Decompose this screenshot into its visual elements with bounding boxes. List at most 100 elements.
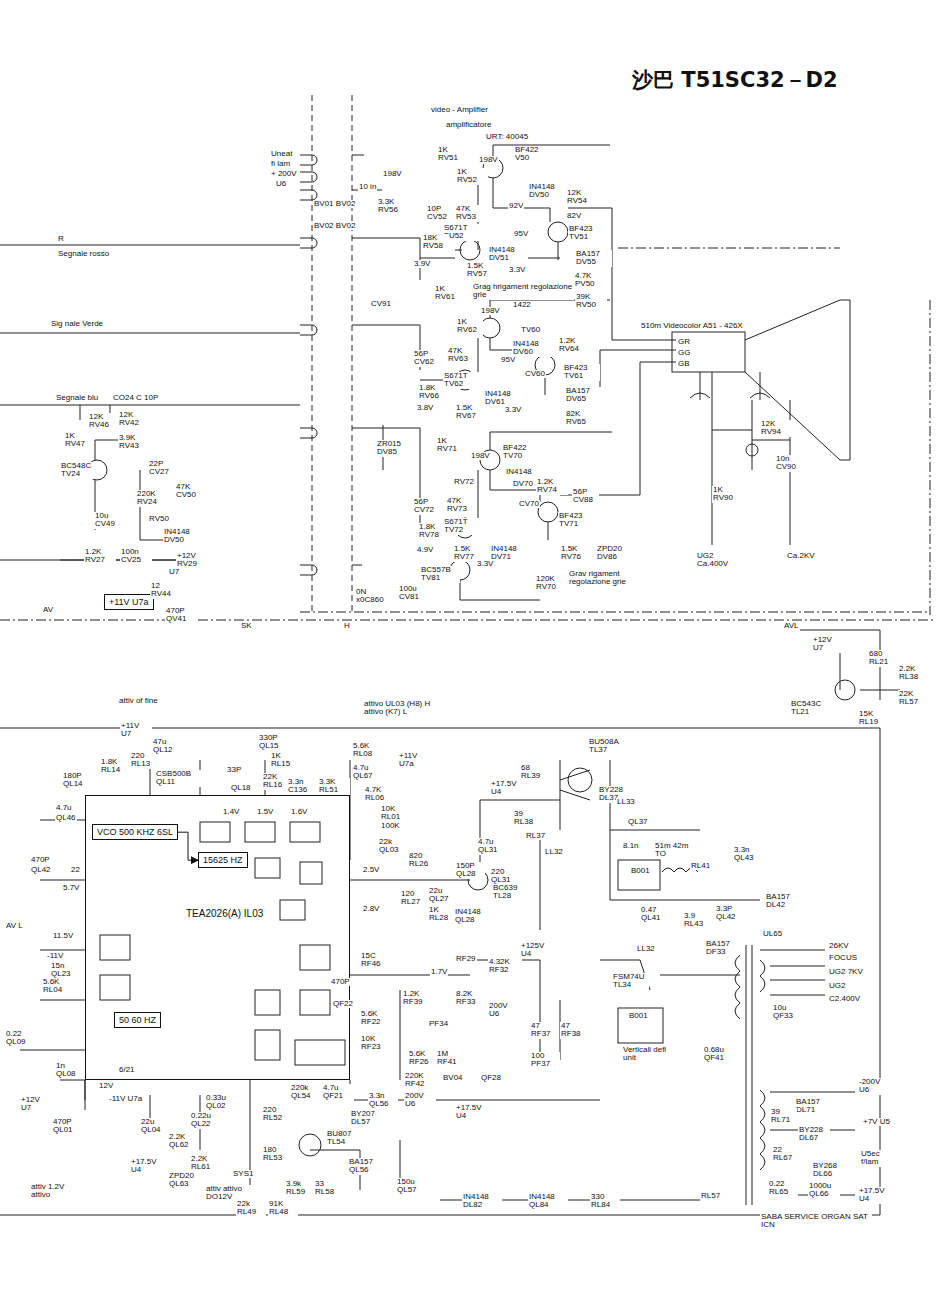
component-label: LL32	[544, 848, 564, 856]
component-label: IN4148 DV61	[484, 390, 524, 407]
component-label: 3.3K RL51	[318, 778, 350, 795]
component-label: AVL	[783, 622, 800, 630]
component-label: LL32	[636, 945, 656, 953]
component-label: 47K RV73	[446, 497, 473, 514]
component-label: QL37	[627, 818, 649, 826]
component-label: 56P CV62	[413, 350, 440, 367]
component-label: BY228 DL67	[798, 1126, 830, 1143]
component-label: 5.7V	[62, 884, 80, 892]
component-label: 22K RL16	[262, 773, 289, 790]
component-label: -11V U7a	[108, 1095, 143, 1103]
component-label: 198V	[480, 307, 501, 315]
component-label: BF422 TV70	[502, 444, 539, 461]
component-label: BA157 DL71	[795, 1098, 827, 1115]
component-label: -11V	[46, 952, 64, 960]
component-label: QL18	[230, 784, 252, 792]
component-label: video - Amplifier	[430, 106, 489, 114]
component-label: 1.5K RV76	[560, 545, 592, 562]
component-label: AV	[42, 606, 54, 614]
component-label: 4.7u QL31	[477, 838, 507, 855]
component-label: 1K RL15	[270, 752, 297, 769]
function-box: +11V U7a	[104, 594, 154, 610]
component-label: BC548C TV24	[60, 462, 97, 479]
component-label: 1000u QL66	[808, 1182, 840, 1199]
component-label: 1K RV90	[712, 486, 739, 503]
component-label: ZPD20 DV86	[596, 545, 633, 562]
component-label: 12K RV94	[760, 420, 792, 437]
component-label: H	[343, 622, 351, 630]
component-label: 1K RL28	[428, 906, 455, 923]
component-label: 150u QL57	[396, 1178, 428, 1195]
component-label: BF422 V50	[514, 146, 551, 163]
component-label: 10K RF23	[360, 1035, 390, 1052]
component-label: 10K RL01 100K	[380, 805, 412, 830]
component-label: R	[57, 235, 65, 243]
component-label: LL33	[616, 798, 636, 806]
component-label: 39 RL38	[513, 810, 540, 827]
component-label: Uneat	[270, 150, 293, 158]
component-label: 1.8K RV66	[418, 384, 445, 401]
component-label: 330P QL15	[258, 734, 288, 751]
component-label: 3.9V	[413, 260, 431, 268]
component-label: 200V U6	[404, 1092, 436, 1109]
component-label: BA157 DL42	[765, 893, 802, 910]
component-label: 82V	[566, 212, 582, 220]
component-label: 51m 42m TO	[654, 842, 701, 859]
component-label: 3.8V	[416, 404, 434, 412]
component-label: 470P QV41	[165, 607, 197, 624]
component-label: 39K RV50	[575, 293, 607, 310]
component-label: 4.7K RL06	[364, 786, 396, 803]
diagram-title: 沙巴 T51SC32－D2	[632, 66, 838, 94]
component-label: 1K RV47	[64, 432, 91, 449]
box-text: 50 60 HZ	[119, 1015, 156, 1025]
function-box: 15625 HZ	[198, 852, 248, 868]
component-label: 0N x0C860	[355, 588, 397, 605]
component-label: UG2 7KV	[828, 968, 864, 976]
component-label: 100 PF37	[530, 1052, 560, 1069]
component-label: 2.2K QL62	[168, 1133, 198, 1150]
function-box: 50 60 HZ	[114, 1012, 161, 1028]
function-box: VCO 500 KHZ 6SL	[92, 824, 178, 840]
component-label: attiv of fine	[118, 697, 159, 705]
component-label: 15K RL19	[858, 710, 890, 727]
component-label: +17.5V U4	[858, 1187, 895, 1204]
component-label: BV01 BV02	[313, 200, 356, 208]
component-label: BF423 TV71	[558, 512, 595, 529]
component-label: RV72	[453, 478, 475, 486]
component-label: +12V RV29	[176, 552, 208, 569]
component-label: 47K CV50	[175, 483, 202, 500]
component-label: 10u QF33	[772, 1004, 802, 1021]
component-label: 1.8K RL14	[100, 758, 130, 775]
component-label: Grag hrigament regolazione grie	[472, 283, 574, 300]
component-label: DV70	[512, 480, 534, 488]
component-label: 3.3n C136	[287, 778, 319, 795]
component-label: GR	[677, 338, 691, 346]
component-label: 22 RL67	[772, 1146, 799, 1163]
component-label: 10P CV52	[426, 205, 453, 222]
component-label: 220K RV24	[136, 490, 168, 507]
component-label: 15C RF46	[360, 952, 390, 969]
component-label: AV L	[5, 922, 24, 930]
component-label: BV02 BV02	[313, 222, 356, 230]
component-label: 680 RL21	[868, 650, 895, 667]
component-label: 12K RV54	[566, 189, 598, 206]
component-label: +7V U5	[862, 1118, 891, 1126]
component-label: 1422	[512, 301, 532, 309]
component-label: 1.2K RV64	[558, 337, 590, 354]
component-label: Sig nale Verde	[50, 320, 104, 328]
component-label: Segnale blu	[55, 394, 99, 402]
component-label: TV60	[520, 326, 541, 334]
component-label: 0.22 RL65	[768, 1180, 798, 1197]
component-label: CO24 C 10P	[112, 394, 159, 402]
component-label: IN4148 DV51	[488, 246, 528, 263]
component-label: FSM74U TL34	[612, 973, 649, 990]
component-label: BA157 DF33	[705, 940, 737, 957]
component-label: 180P QL14	[62, 772, 92, 789]
component-label: 33 RL58	[314, 1180, 338, 1197]
component-label: 1.2K RF39	[402, 990, 434, 1007]
component-label: URT: 40045	[485, 133, 529, 141]
component-label: 12V	[98, 1082, 114, 1090]
component-label: 198V	[478, 156, 499, 164]
component-label: IN4148 QL84	[528, 1193, 568, 1210]
component-label: 4.7u QF21	[322, 1084, 354, 1101]
